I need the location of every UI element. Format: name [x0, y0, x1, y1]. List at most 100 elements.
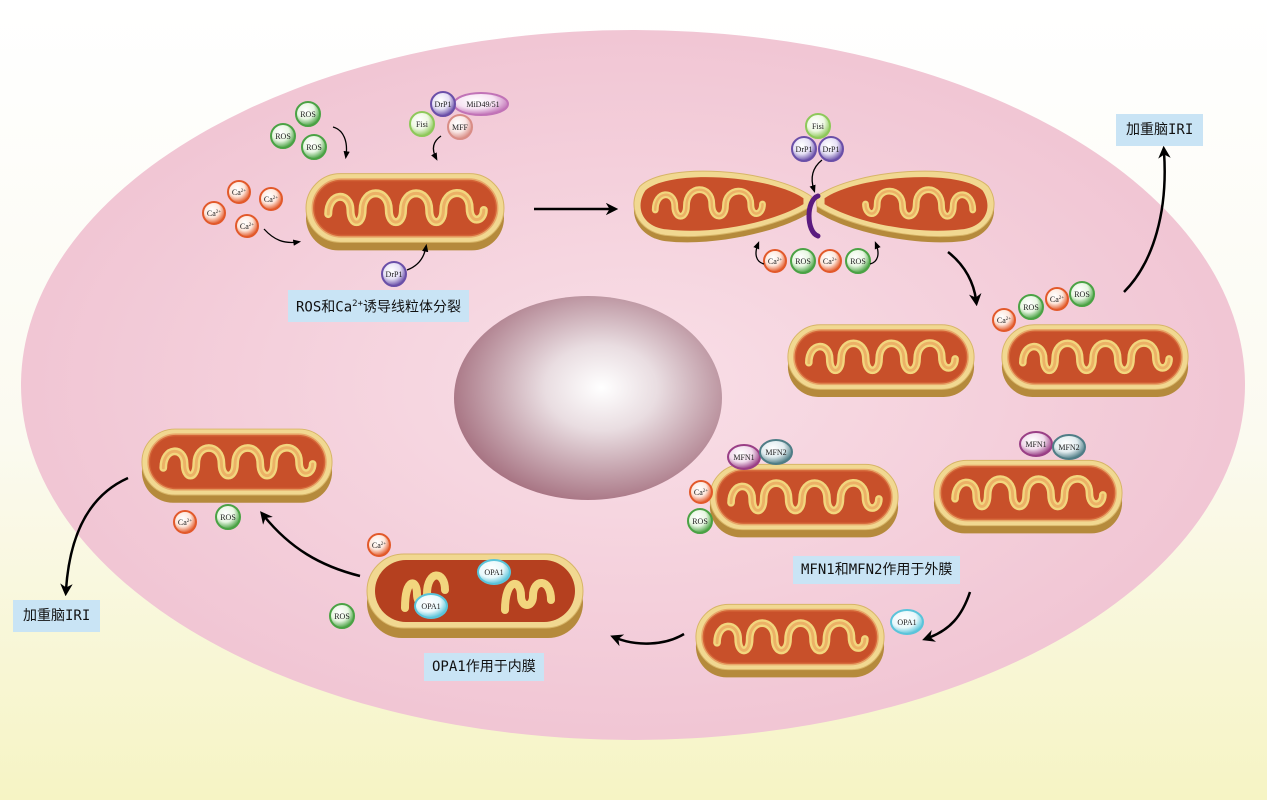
drp1-ring [806, 193, 821, 239]
label-iri-top: 加重脑IRI [1116, 114, 1204, 146]
arrow [753, 241, 765, 265]
svg-text:Ca2+: Ca2+ [768, 257, 782, 266]
svg-text:Ca2+: Ca2+ [1050, 295, 1064, 304]
svg-text:Ca2+: Ca2+ [372, 541, 386, 550]
svg-text:ROS: ROS [1023, 303, 1039, 312]
arrow [263, 228, 302, 246]
svg-text:MFN1: MFN1 [1025, 440, 1046, 449]
svg-text:DrP1: DrP1 [386, 270, 403, 279]
drp1-protein: DrP1 [430, 91, 456, 117]
ros-molecule: ROS [1069, 281, 1095, 307]
mitochondrion-healthy [142, 429, 332, 503]
svg-text:ROS: ROS [306, 143, 322, 152]
mitochondrion-fragment-1 [788, 325, 974, 397]
ca-ion: Ca2+ [173, 510, 197, 534]
ros-molecule: ROS [329, 603, 355, 629]
svg-text:Ca2+: Ca2+ [207, 209, 221, 218]
arrow-to-iri-top [1123, 145, 1171, 293]
arrow-to-fusion [922, 591, 972, 642]
label-opa-inner: OPA1作用于内膜 [424, 653, 544, 681]
label-iri-left: 加重脑IRI [13, 600, 101, 632]
ros-molecule: ROS [790, 248, 816, 274]
opa1-protein: OPA1 [890, 609, 924, 635]
svg-text:DrP1: DrP1 [823, 145, 840, 154]
ros-molecule: ROS [270, 123, 296, 149]
arrow [332, 126, 350, 160]
arrow [869, 241, 881, 265]
drp1-protein: DrP1 [381, 261, 407, 287]
svg-text:MiD49/51: MiD49/51 [466, 100, 499, 109]
svg-text:ROS: ROS [275, 132, 291, 141]
svg-text:MFN2: MFN2 [1058, 443, 1079, 452]
ca-ion: Ca2+ [367, 533, 391, 557]
svg-text:ROS: ROS [220, 513, 236, 522]
arrow [406, 243, 429, 271]
mitochondrion-1 [306, 174, 504, 251]
svg-text:ROS: ROS [1074, 290, 1090, 299]
ros-molecule: ROS [215, 504, 241, 530]
svg-text:OPA1: OPA1 [484, 568, 503, 577]
ca-ion: Ca2+ [689, 480, 713, 504]
arrow [809, 159, 823, 193]
label-fission: ROS和Ca2+诱导线粒体分裂 [288, 290, 469, 322]
svg-text:Ca2+: Ca2+ [264, 195, 278, 204]
mfn1-protein: MFN1 [727, 444, 761, 470]
svg-text:DrP1: DrP1 [435, 100, 452, 109]
svg-text:MFN2: MFN2 [765, 448, 786, 457]
ros-molecule: ROS [845, 248, 871, 274]
svg-text:DrP1: DrP1 [796, 145, 813, 154]
arrow-to-iri-left [60, 476, 129, 597]
mfn2-protein: MFN2 [759, 439, 793, 465]
opa1-protein: OPA1 [477, 559, 511, 585]
mid49-51-protein: MiD49/51 [453, 92, 509, 116]
ca-ion: Ca2+ [1045, 287, 1069, 311]
drp1-protein: DrP1 [818, 136, 844, 162]
svg-text:ROS: ROS [850, 257, 866, 266]
svg-text:ROS: ROS [795, 257, 811, 266]
svg-text:OPA1: OPA1 [897, 618, 916, 627]
svg-text:Ca2+: Ca2+ [997, 316, 1011, 325]
mitochondrion-mfn-1 [710, 464, 898, 537]
svg-text:Ca2+: Ca2+ [240, 222, 254, 231]
svg-text:Ca2+: Ca2+ [232, 188, 246, 197]
mitochondrion-opa-fused [367, 554, 583, 638]
svg-text:Fisi: Fisi [812, 122, 825, 131]
ca-ion: Ca2+ [259, 187, 283, 211]
arrow-to-healthy [260, 511, 361, 578]
mfn1-protein: MFN1 [1019, 431, 1053, 457]
ca-ion: Ca2+ [818, 249, 842, 273]
fisi-protein: Fisi [409, 111, 435, 137]
ros-molecule: ROS [687, 508, 713, 534]
svg-text:ROS: ROS [692, 517, 708, 526]
ca-ion: Ca2+ [227, 180, 251, 204]
svg-text:MFN1: MFN1 [733, 453, 754, 462]
svg-text:MFF: MFF [452, 123, 469, 132]
svg-text:Fisi: Fisi [416, 120, 429, 129]
mitochondrion-mfn-2 [934, 460, 1122, 533]
arrow-to-inner-fusion [610, 632, 685, 647]
arrow-to-fragments [947, 251, 982, 307]
mitochondrion-opa-1 [696, 604, 884, 677]
ca-ion: Ca2+ [992, 308, 1016, 332]
ros-molecule: ROS [1018, 294, 1044, 320]
svg-text:Ca2+: Ca2+ [823, 257, 837, 266]
opa1-protein: OPA1 [414, 593, 448, 619]
ca-ion: Ca2+ [202, 201, 226, 225]
mfn2-protein: MFN2 [1052, 434, 1086, 460]
ros-molecule: ROS [295, 101, 321, 127]
ca-ion: Ca2+ [763, 249, 787, 273]
mff-protein: MFF [447, 114, 473, 140]
drp1-protein: DrP1 [791, 136, 817, 162]
ca-ion: Ca2+ [235, 214, 259, 238]
svg-text:ROS: ROS [300, 110, 316, 119]
nucleus [454, 296, 722, 500]
ros-molecule: ROS [301, 134, 327, 160]
mitochondrion-fragment-2 [1002, 325, 1188, 397]
svg-text:Ca2+: Ca2+ [178, 518, 192, 527]
svg-text:OPA1: OPA1 [421, 602, 440, 611]
arrow [431, 135, 442, 161]
label-mfn-outer: MFN1和MFN2作用于外膜 [793, 556, 961, 584]
svg-text:ROS: ROS [334, 612, 350, 621]
svg-text:Ca2+: Ca2+ [694, 488, 708, 497]
